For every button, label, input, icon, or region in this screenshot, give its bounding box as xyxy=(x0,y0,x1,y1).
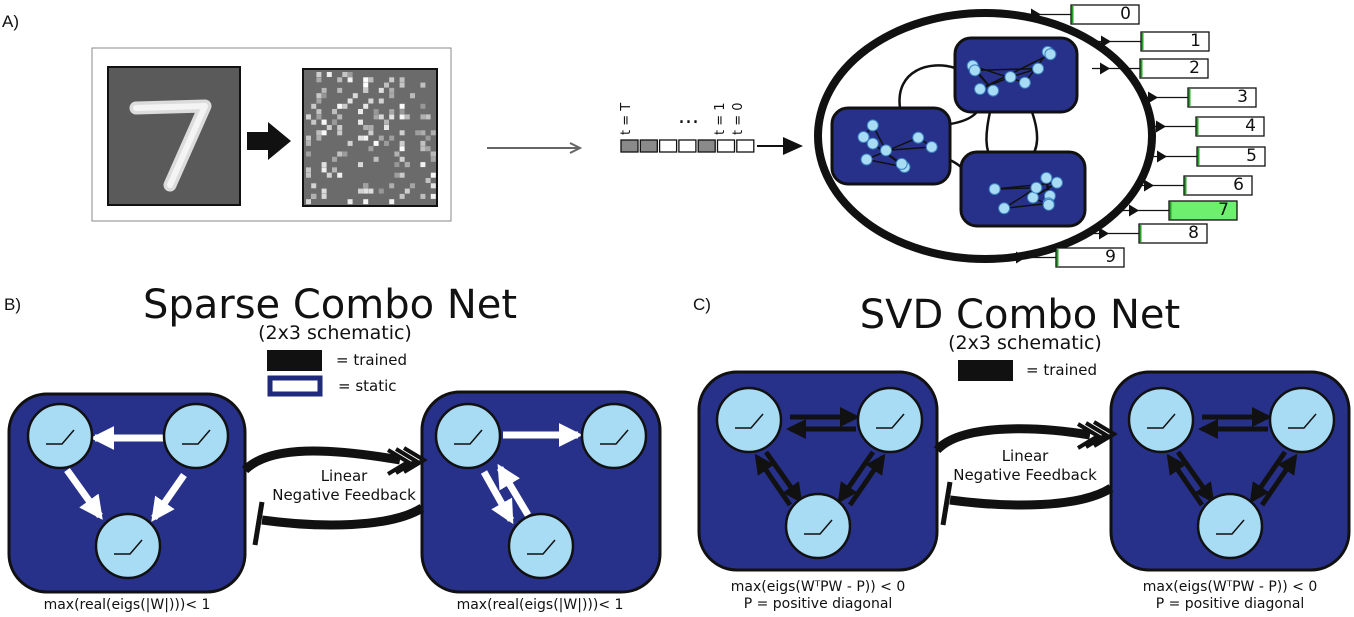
sparse-feedback-back xyxy=(261,504,425,530)
sequence-cell xyxy=(658,139,678,153)
sparse-feedback-line2: Negative Feedback xyxy=(272,486,416,504)
output-box xyxy=(1070,4,1140,25)
panel-b xyxy=(7,350,662,594)
svd-feedback-back xyxy=(949,484,1114,510)
output-box xyxy=(1139,58,1209,79)
sparse-right-nodes xyxy=(434,402,648,580)
svd-feedback-forward xyxy=(933,424,1091,454)
sparse-feedback-line1: Linear xyxy=(320,467,368,485)
sparse-title: Sparse Combo Net xyxy=(142,282,518,328)
rnn-modules xyxy=(830,36,1087,228)
seq-label-t0: t = 0 xyxy=(731,102,746,135)
output-box xyxy=(1183,175,1253,196)
sequence-cell xyxy=(716,139,736,153)
svd-subtitle: (2x3 schematic) xyxy=(948,332,1102,354)
sparse-caption-left: max(real(eigs(|W|)))< 1 xyxy=(43,597,211,613)
input-sequence xyxy=(620,139,755,153)
panel-label-c: C) xyxy=(693,295,711,314)
legend-trained-swatch-b xyxy=(267,350,322,371)
svd-caption-left-p: P = positive diagonal xyxy=(743,596,893,612)
sparse-legend-static: = static xyxy=(338,377,397,395)
panel-c xyxy=(697,360,1351,572)
panel-label-b: B) xyxy=(4,295,21,314)
svd-caption-left: max(eigs(WᵀPW - P)) < 0 P = positive dia… xyxy=(693,579,943,613)
sequence-cell xyxy=(620,139,639,153)
sparse-left-nodes xyxy=(26,402,230,580)
svd-title: SVD Combo Net xyxy=(859,292,1181,338)
sparse-feedback-label: Linear Negative Feedback xyxy=(264,467,424,505)
sequence-cell xyxy=(736,139,755,153)
sparse-legend-trained: = trained xyxy=(336,351,408,369)
seq-label-t1: t = 1 xyxy=(713,102,728,135)
output-label: 1 xyxy=(1190,31,1201,51)
output-box xyxy=(1195,116,1265,137)
sparse-caption-right: max(real(eigs(|W|)))< 1 xyxy=(456,597,624,613)
output-label: 6 xyxy=(1233,175,1244,195)
svd-caption-right: max(eigs(WᵀPW - P)) < 0 P = positive dia… xyxy=(1105,579,1354,613)
output-label: 2 xyxy=(1189,58,1200,78)
legend-static-swatch-b xyxy=(267,375,323,397)
output-box xyxy=(1187,87,1257,108)
output-box xyxy=(1138,223,1208,244)
panel-label-a: A) xyxy=(2,12,19,31)
sequence-cell xyxy=(639,139,658,153)
rnn-module xyxy=(959,150,1087,228)
panel-a xyxy=(91,4,1266,268)
sparse-subtitle: (2x3 schematic) xyxy=(258,322,412,344)
output-label: 4 xyxy=(1245,116,1256,136)
svd-legend-trained: = trained xyxy=(1026,361,1098,379)
svd-feedback-label: Linear Negative Feedback xyxy=(945,447,1105,485)
sparse-feedback-forward xyxy=(241,446,401,474)
seq-label-tT: t = T xyxy=(619,102,634,135)
output-label: 8 xyxy=(1188,223,1199,243)
sequence-cell xyxy=(678,139,697,153)
seq-label-ellipsis: ... xyxy=(678,104,699,129)
svd-caption-right-eq: max(eigs(WᵀPW - P)) < 0 xyxy=(1142,579,1318,595)
output-box xyxy=(1055,247,1125,268)
sequence-cell xyxy=(697,139,716,153)
svd-caption-right-p: P = positive diagonal xyxy=(1155,596,1305,612)
permuted-image xyxy=(302,68,438,207)
output-label: 3 xyxy=(1237,87,1248,107)
output-label: 0 xyxy=(1120,4,1131,24)
output-box xyxy=(1140,31,1210,52)
output-label: 9 xyxy=(1105,247,1116,267)
transform-arrow xyxy=(247,122,291,160)
legend-trained-swatch-c xyxy=(958,360,1013,381)
svd-caption-left-eq: max(eigs(WᵀPW - P)) < 0 xyxy=(730,579,906,595)
svd-feedback-line1: Linear xyxy=(1001,447,1049,465)
svd-feedback-line2: Negative Feedback xyxy=(953,466,1097,484)
mnist-digit-image xyxy=(107,66,241,206)
output-label: 5 xyxy=(1246,146,1257,166)
svd-right-nodes xyxy=(1127,386,1336,560)
svd-left-nodes xyxy=(715,386,924,560)
output-label: 7 xyxy=(1218,200,1229,220)
rnn-module xyxy=(830,106,952,186)
output-box xyxy=(1196,146,1266,167)
output-box xyxy=(1168,200,1238,221)
